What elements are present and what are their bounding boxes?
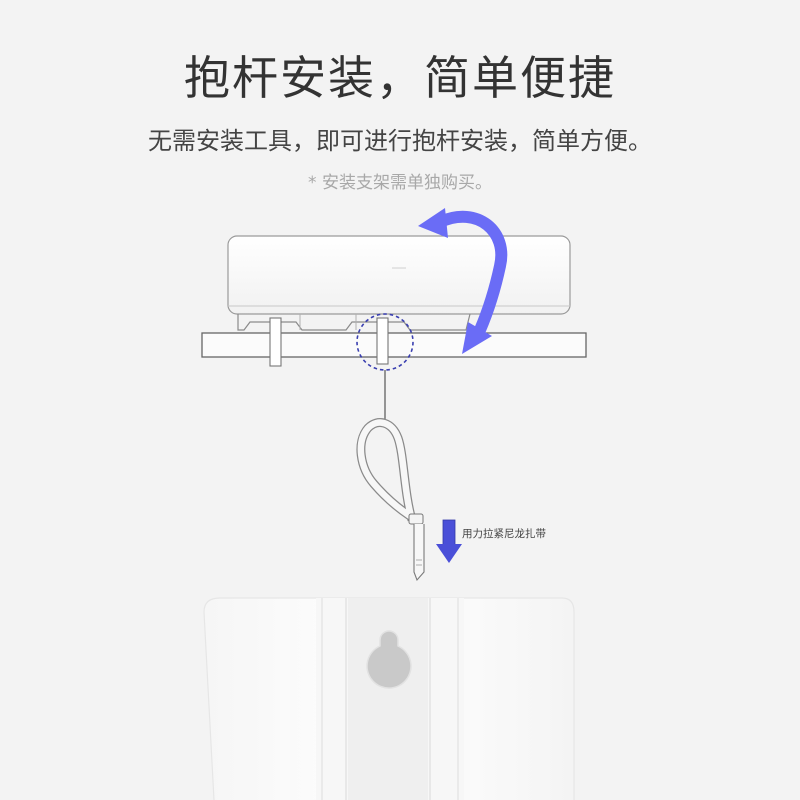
zoom-highlight-circle [356, 313, 414, 371]
mounting-base-closeup [203, 597, 575, 800]
pull-tie-label: 用力拉紧尼龙扎带 [462, 528, 546, 540]
mounting-pole [201, 332, 587, 358]
down-arrow-icon [436, 519, 462, 563]
page-subtitle: 无需安装工具，即可进行抱杆安装，简单方便。 [148, 127, 652, 155]
zip-tie-icon [356, 418, 425, 582]
page-title: 抱杆安装，简单便捷 [184, 51, 616, 105]
rotate-arrow-icon [418, 208, 508, 354]
device-body [227, 235, 571, 331]
cable-tie-straps [269, 317, 389, 367]
keyhole-slot [366, 630, 412, 689]
bracket-note: * 安装支架需单独购买。 [308, 173, 492, 193]
